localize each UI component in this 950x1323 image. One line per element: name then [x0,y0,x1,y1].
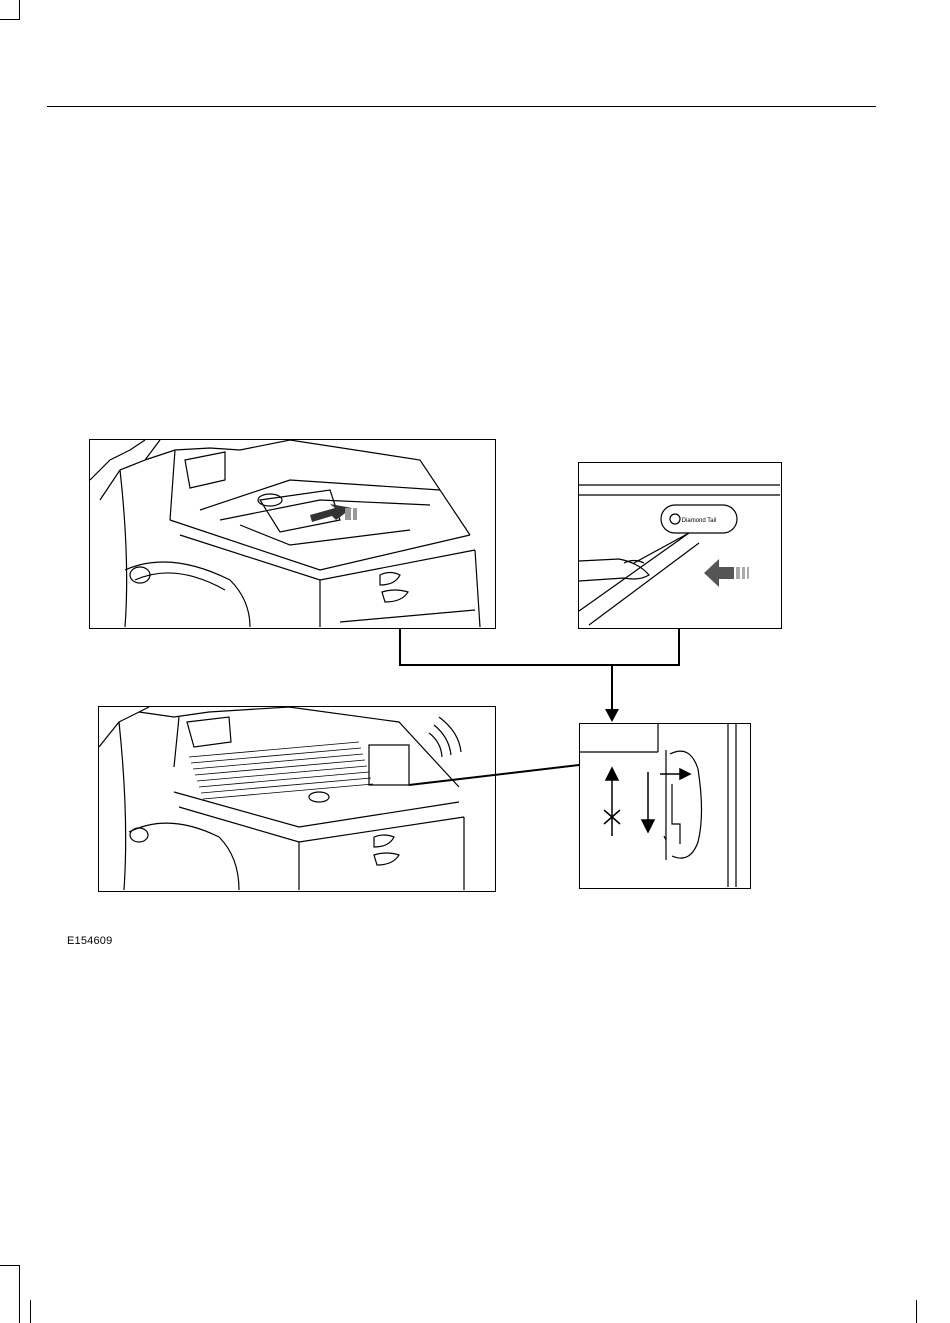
crop-mark-top-left-v [19,0,20,20]
crop-mark-top-left-h [0,19,20,20]
truck-bed-closed-icon [99,707,494,890]
diamond-tail-label: Diamond Tail [682,518,717,524]
open-bed-overview-panel [89,439,496,629]
latch-detail-panel [579,723,751,889]
closed-bed-overview-panel [98,706,496,892]
crop-mark-bottom-left-v [19,1265,20,1323]
figure-id: E154609 [67,935,112,947]
crop-mark-bottom-left-h [0,1265,20,1266]
crop-mark-bottom-v2 [30,1300,31,1323]
truck-bed-open-icon [90,440,494,627]
latch-icon [580,724,749,887]
hand-pulling-handle-icon: Diamond Tail [579,463,780,627]
header-rule [47,106,876,107]
crop-mark-bottom-right-v [916,1300,917,1323]
handle-pull-detail-panel: Diamond Tail [578,462,782,629]
